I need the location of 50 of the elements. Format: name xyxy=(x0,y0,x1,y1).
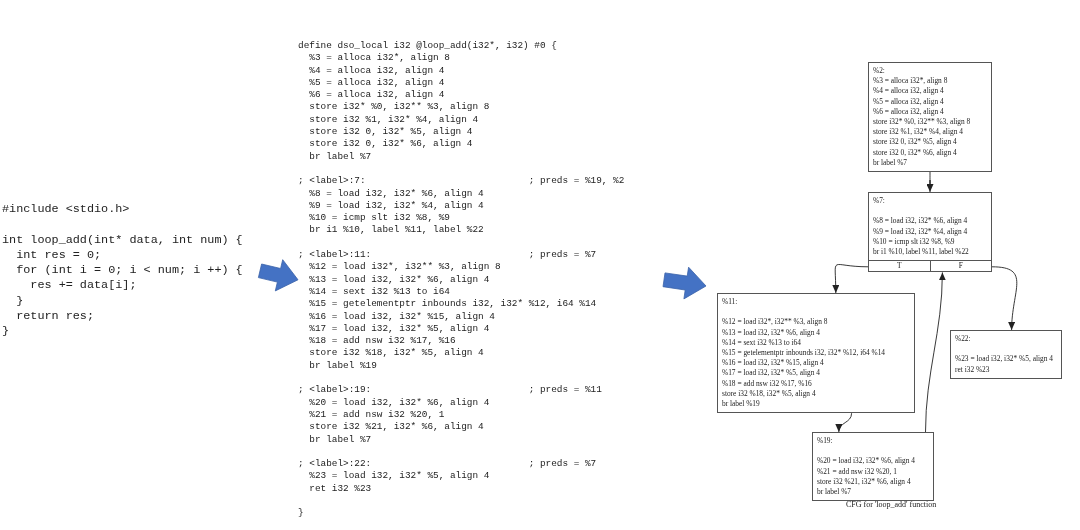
code-line: br label %7 xyxy=(308,150,373,163)
block-arrow xyxy=(662,266,707,300)
basic-block-box xyxy=(950,330,1062,379)
code-line: %20 = load i32, i32* %6, align 4 xyxy=(308,396,491,409)
code-line: %5 = alloca i32, align 4 xyxy=(308,76,446,90)
code-line: ; <label>:11: ; preds = %7 xyxy=(298,249,598,262)
code-line: res += data[i]; xyxy=(29,278,138,294)
code-line: %14 = sext i32 %13 to i64 xyxy=(308,285,451,299)
code-line: #include <stdio.h> xyxy=(2,202,131,218)
basic-block-box xyxy=(717,293,915,414)
code-line: %16 = load i32, i32* %15, align 4 xyxy=(308,310,496,323)
diagram-caption: CFG for 'loop_add' function xyxy=(846,500,937,509)
code-line: %6 = alloca i32, align 4 xyxy=(308,89,446,102)
code-line: %4 = alloca i32, align 4 xyxy=(308,64,446,77)
code-line: store i32 %1, i32* %4, align 4 xyxy=(308,113,480,127)
code-line: ; <label>:22: ; preds = %7 xyxy=(298,458,598,471)
code-line: } xyxy=(2,324,11,340)
code-line: br i1 %10, label %11, label %22 xyxy=(308,224,485,237)
code-line: return res; xyxy=(15,309,96,325)
code-line: store i32 %21, i32* %6, align 4 xyxy=(308,421,485,434)
block-arrow xyxy=(258,259,299,292)
code-line: for (int i = 0; i < num; i ++) { xyxy=(15,263,244,279)
basic-block-box xyxy=(868,62,992,173)
code-line: store i32* %0, i32** %3, align 8 xyxy=(308,101,491,114)
code-line: store i32 0, i32* %6, align 4 xyxy=(308,138,474,151)
code-line: int res = 0; xyxy=(15,247,103,264)
code-line: %10 = icmp slt i32 %8, %9 xyxy=(308,212,451,225)
code-line: %21 = add nsw i32 %20, 1 xyxy=(308,408,446,422)
code-line: %17 = load i32, i32* %5, align 4 xyxy=(308,322,491,336)
code-line: } xyxy=(298,507,305,520)
code-line: %18 = add nsw i32 %17, %16 xyxy=(308,335,457,348)
code-line: ; <label>:7: ; preds = %19, %2 xyxy=(298,175,626,188)
code-line: %15 = getelementptr inbounds i32, i32* %12, i64 %14 xyxy=(308,298,598,311)
code-line: int loop_add(int* data, int num) { xyxy=(2,232,244,248)
code-line: } xyxy=(15,293,25,310)
code-line: %12 = load i32*, i32** %3, align 8 xyxy=(308,261,502,274)
code-line: ; <label>:19: ; preds = %11 xyxy=(298,384,603,397)
code-line: %9 = load i32, i32* %4, align 4 xyxy=(308,199,485,213)
code-line: %3 = alloca i32*, align 8 xyxy=(308,52,451,65)
code-line: %23 = load i32, i32* %5, align 4 xyxy=(308,470,491,483)
code-line: br label %19 xyxy=(308,359,378,372)
code-line: %8 = load i32, i32* %6, align 4 xyxy=(308,187,485,200)
code-line: store i32 0, i32* %5, align 4 xyxy=(308,126,474,139)
code-line: br label %7 xyxy=(308,433,373,446)
basic-block-box xyxy=(868,192,992,273)
code-line: store i32 %18, i32* %5, align 4 xyxy=(308,347,485,360)
code-line: ret i32 %23 xyxy=(308,482,373,495)
code-line: %13 = load i32, i32* %6, align 4 xyxy=(308,273,491,286)
basic-block-box xyxy=(812,432,934,502)
code-line: define dso_local i32 @loop_add(i32*, i32) #0 { xyxy=(298,40,558,53)
